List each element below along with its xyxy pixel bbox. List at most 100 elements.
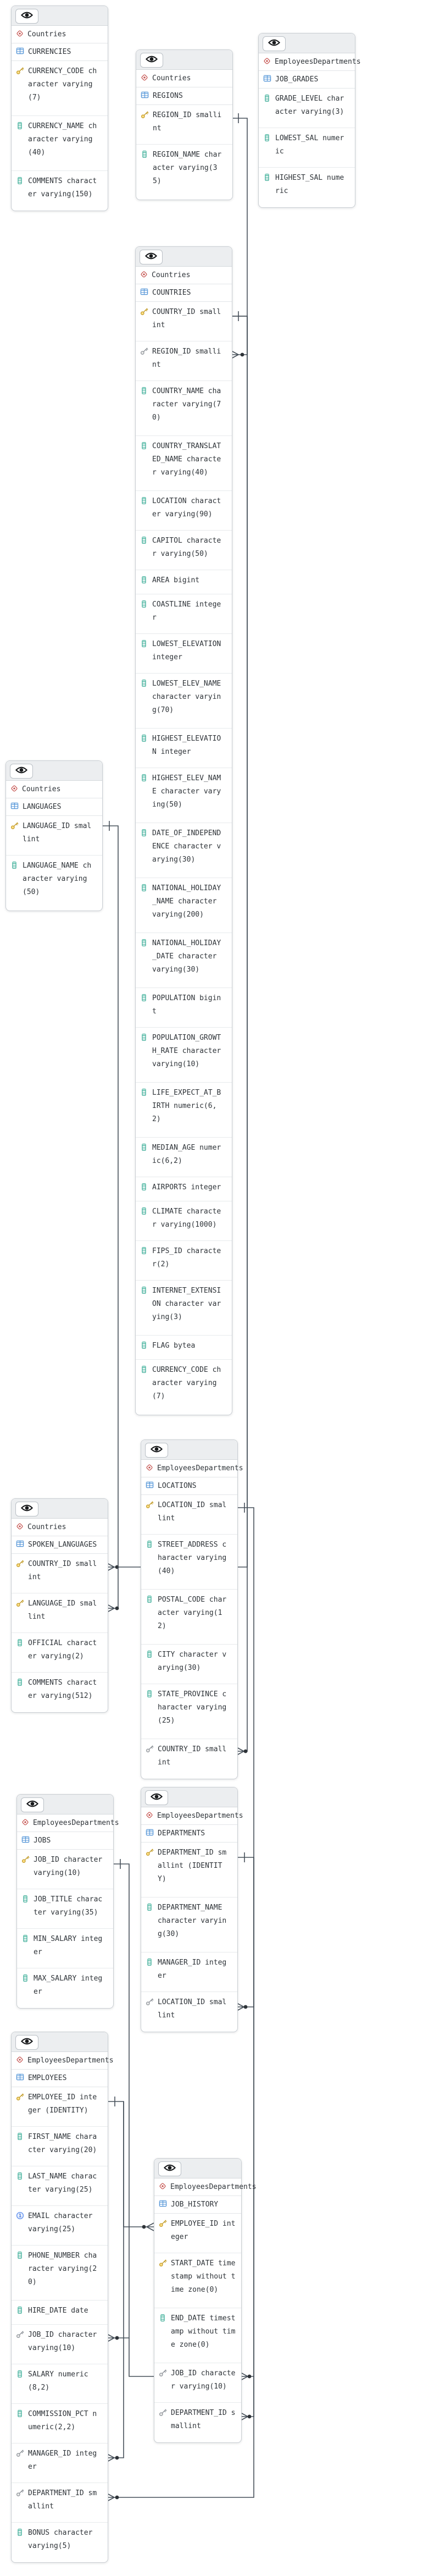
schema-row: Countries — [136, 70, 232, 87]
column-icon — [140, 385, 149, 397]
table-icon — [263, 74, 271, 85]
column-row: COUNTRY_NAME character varying(70) — [136, 381, 232, 436]
column-definition: DEPARTMENT_ID smallint — [171, 2409, 236, 2430]
column-icon — [140, 1031, 149, 1044]
column-definition: JOB_TITLE character varying(35) — [34, 1895, 103, 1917]
primary-key-icon — [141, 109, 149, 121]
crow-foot-many-marker — [107, 1604, 115, 1613]
column-icon — [10, 859, 19, 871]
table-node-header[interactable] — [154, 2159, 241, 2178]
column-definition: STATE_PROVINCE character varying(25) — [158, 1690, 227, 1725]
column-icon — [140, 1086, 149, 1099]
column-row: CURRENCY_CODE character varying(7) — [136, 1360, 232, 1415]
crow-foot-many-marker — [107, 1563, 115, 1571]
table-node-header[interactable] — [6, 761, 102, 781]
column-row: HIGHEST_ELEV_NAME character varying(50) — [136, 768, 232, 823]
table-node-header[interactable] — [12, 6, 108, 26]
column-icon — [140, 937, 149, 949]
table-node-header[interactable] — [141, 1788, 237, 1807]
column-definition: CURRENCY_CODE character varying(7) — [28, 67, 97, 102]
column-definition: POSTAL_CODE character varying(12) — [158, 1596, 227, 1630]
junction-dot — [247, 2374, 252, 2379]
table-name-row: LOCATIONS — [141, 1477, 237, 1495]
eye-icon — [20, 1504, 34, 1514]
column-row: HIGHEST_SAL numeric — [259, 168, 355, 207]
show-details-button[interactable] — [140, 250, 163, 264]
schema-row: Countries — [6, 781, 102, 798]
column-icon — [263, 132, 272, 144]
primary-key-icon — [140, 306, 149, 318]
column-row: DEPARTMENT_NAME character varying(30) — [141, 1897, 237, 1952]
show-details-button[interactable] — [158, 2161, 181, 2176]
column-definition: COMMENTS character varying(512) — [28, 1679, 97, 1700]
table-node-header[interactable] — [12, 2032, 108, 2052]
column-row: JOB_ID character varying(10) — [154, 2363, 241, 2403]
column-icon — [16, 2527, 25, 2539]
column-row: CURRENCY_NAME character varying(40) — [12, 116, 108, 171]
column-row: LOWEST_ELEV_NAME character varying(70) — [136, 674, 232, 729]
show-details-button[interactable] — [145, 1790, 168, 1805]
column-row: DEPARTMENT_ID smallint — [154, 2403, 241, 2442]
column-icon — [16, 2368, 25, 2380]
column-row: LAST_NAME character varying(25) — [12, 2166, 108, 2206]
show-details-button[interactable] — [140, 53, 163, 68]
column-definition: COUNTRY_ID smallint — [158, 1745, 227, 1767]
column-definition: DATE_OF_INDEPENDENCE character varying(3… — [152, 829, 221, 864]
column-icon — [16, 1676, 25, 1689]
show-details-button[interactable] — [263, 36, 286, 51]
table-node-header[interactable] — [136, 247, 232, 267]
column-row: COUNTRY_ID smallint — [12, 1554, 108, 1593]
column-definition: LANGUAGE_NAME character varying(50) — [23, 862, 92, 896]
schema-icon — [159, 2182, 166, 2192]
column-row: LOCATION_ID smallint — [141, 1992, 237, 2032]
show-details-button[interactable] — [10, 764, 33, 779]
schema-name: EmployeesDepartments — [275, 58, 361, 66]
table-node-header[interactable] — [259, 34, 355, 53]
table-name-row: SPOKEN_LANGUAGES — [12, 1536, 108, 1554]
column-definition: CURRENCY_NAME character varying(40) — [28, 122, 97, 157]
primary-key-icon — [146, 1499, 154, 1511]
column-icon — [146, 1538, 154, 1551]
column-icon — [263, 172, 272, 184]
table-node-header[interactable] — [17, 1795, 113, 1814]
column-icon — [140, 677, 149, 689]
column-icon — [21, 1972, 30, 1984]
column-definition: LOCATION character varying(90) — [152, 497, 221, 518]
table-node-header[interactable] — [136, 50, 232, 70]
column-row: MIN_SALARY integer — [17, 1929, 113, 1968]
column-row: INTERNET_EXTENSION character varying(3) — [136, 1281, 232, 1336]
show-details-button[interactable] — [15, 9, 38, 24]
table-node-header[interactable] — [141, 1440, 237, 1460]
column-row: STATE_PROVINCE character varying(25) — [141, 1684, 237, 1739]
primary-key-icon — [10, 820, 19, 832]
table-node-header[interactable] — [12, 1499, 108, 1519]
column-row: JOB_TITLE character varying(35) — [17, 1889, 113, 1929]
foreign-key-icon — [140, 345, 149, 357]
column-definition: START_DATE timestamp without time zone(0… — [171, 2259, 236, 2294]
column-row: LIFE_EXPECT_AT_BIRTH numeric(6,2) — [136, 1083, 232, 1138]
column-definition: LOWEST_ELEV_NAME character varying(70) — [152, 680, 221, 714]
column-definition: COUNTRY_NAME character varying(70) — [152, 387, 221, 422]
column-definition: COASTLINE integer — [152, 600, 221, 622]
relationship-line — [231, 118, 248, 355]
crow-foot-many-marker — [107, 2453, 115, 2462]
column-definition: HIGHEST_ELEV_NAME character varying(50) — [152, 774, 221, 809]
show-details-button[interactable] — [15, 2035, 38, 2050]
show-details-button[interactable] — [15, 1502, 38, 1516]
show-details-button[interactable] — [21, 1797, 44, 1812]
show-details-button[interactable] — [145, 1443, 168, 1458]
schema-name: EmployeesDepartments — [157, 1464, 243, 1472]
